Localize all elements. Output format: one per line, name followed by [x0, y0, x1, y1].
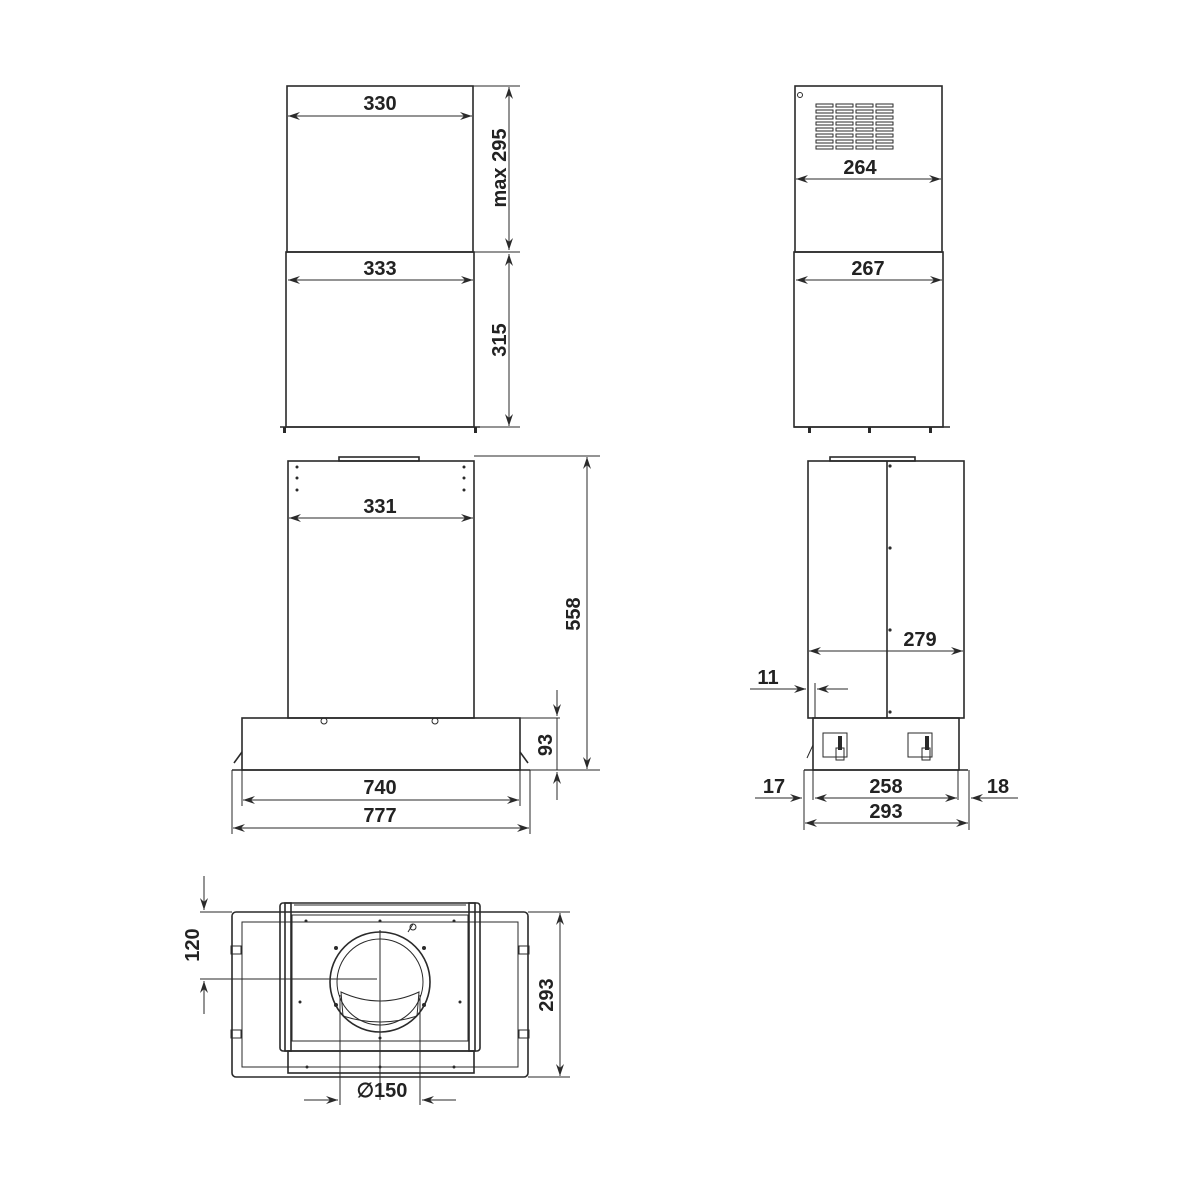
side-chimney-view	[793, 85, 950, 433]
bottom-view	[200, 876, 570, 1105]
dim-side-right-margin: 18	[987, 776, 1009, 798]
ventilation-grille	[815, 103, 894, 150]
dim-hood-body-width: 331	[363, 496, 396, 518]
dim-hood-base-height: 93	[535, 734, 557, 756]
dim-hood-outer-width: 777	[363, 805, 396, 827]
dim-side-left-margin: 17	[763, 776, 785, 798]
dim-bottom-depth: 293	[536, 978, 558, 1011]
dim-outlet-diameter: ∅150	[357, 1080, 408, 1102]
dim-side-body-depth: 279	[903, 629, 936, 651]
dim-side-lower-width: 267	[851, 258, 884, 280]
front-hood-view	[231, 455, 600, 834]
dim-upper-chimney-width: 330	[363, 93, 396, 115]
front-chimney-view	[280, 85, 520, 433]
side-hood-view	[750, 456, 1018, 830]
dim-hood-total-height: 558	[563, 597, 585, 630]
dim-side-total-depth: 293	[869, 801, 902, 823]
dim-lower-chimney-height: 315	[489, 323, 511, 356]
dim-upper-chimney-height: max 295	[489, 129, 511, 208]
dim-side-offset: 11	[757, 667, 778, 689]
dim-lower-chimney-width: 333	[363, 258, 396, 280]
dim-side-upper-width: 264	[843, 157, 877, 179]
dim-hood-inner-width: 740	[363, 777, 396, 799]
dim-outlet-offset: 120	[182, 928, 204, 961]
dim-side-inner-depth: 258	[869, 776, 902, 798]
